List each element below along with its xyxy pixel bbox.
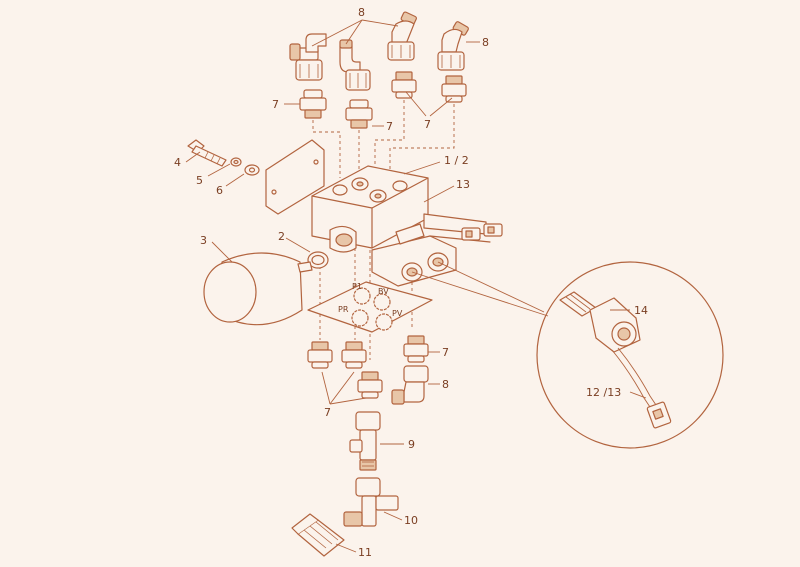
gasket-plate <box>265 139 325 215</box>
callout-8-top: 8 <box>358 6 365 19</box>
elbow-fitting-8a <box>289 33 327 81</box>
adapter-7d <box>441 75 467 103</box>
adapter-7f <box>341 341 367 369</box>
test-coupling-11 <box>291 513 345 557</box>
port-label-bv: BV <box>378 287 389 296</box>
callout-leaders <box>185 19 647 553</box>
adapter-7b <box>345 99 373 129</box>
port-label-pv: PV <box>392 309 403 318</box>
port-face-plate: P1 BV PR PV <box>307 281 433 333</box>
adapter-7h <box>403 335 429 363</box>
adapter-7g <box>357 371 383 399</box>
callout-1-2: 1 / 2 <box>444 154 469 167</box>
callout-8-lower: 8 <box>442 378 449 391</box>
callout-10: 10 <box>404 514 418 527</box>
callout-6: 6 <box>216 184 223 197</box>
callout-2: 2 <box>278 230 285 243</box>
o-ring-2 <box>307 251 329 269</box>
tee-fitting-9 <box>349 411 381 471</box>
elbow-fitting-8c <box>387 11 417 61</box>
elbow-fitting-8e <box>391 365 429 405</box>
callout-11: 11 <box>358 546 372 559</box>
callout-3: 3 <box>200 234 207 247</box>
adapter-7c <box>391 71 417 99</box>
callout-7-right: 7 <box>424 118 431 131</box>
port-label-p1: P1 <box>352 282 362 291</box>
callout-7-lower-right: 7 <box>442 346 449 359</box>
callout-4: 4 <box>174 156 181 169</box>
detail-magnifier <box>411 261 724 449</box>
nut-6 <box>244 164 260 176</box>
port-label-pr: PR <box>338 305 349 314</box>
callout-12-13: 12 /13 <box>586 386 621 399</box>
elbow-fitting-8d <box>437 21 469 71</box>
adapter-7e <box>307 341 333 369</box>
callout-labels: 8 8 7 7 7 4 5 6 1 / 2 13 3 2 7 8 7 9 10 … <box>174 6 648 559</box>
callout-7-left: 7 <box>272 98 279 111</box>
washer-5 <box>230 157 242 167</box>
adapter-7a <box>299 89 327 119</box>
bolt-4 <box>187 139 227 167</box>
callout-7-lower: 7 <box>324 406 331 419</box>
accumulator-3 <box>203 252 313 326</box>
callout-5: 5 <box>196 174 203 187</box>
cross-fitting-10 <box>343 477 399 527</box>
callout-13: 13 <box>456 178 470 191</box>
elbow-fitting-8b <box>339 39 371 91</box>
valve-block-body <box>311 165 429 253</box>
callout-14: 14 <box>634 304 648 317</box>
callout-7-center: 7 <box>386 120 393 133</box>
callout-8-right: 8 <box>482 36 489 49</box>
callout-9: 9 <box>408 438 415 451</box>
